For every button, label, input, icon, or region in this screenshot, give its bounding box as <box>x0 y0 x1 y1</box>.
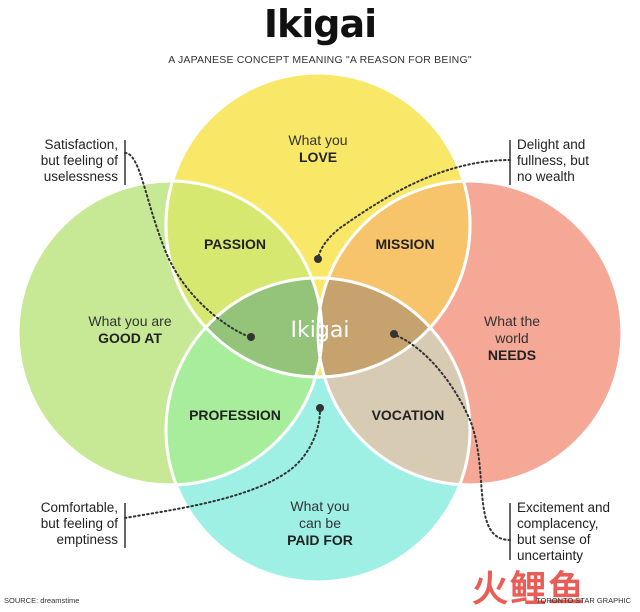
leader-top-left <box>124 152 251 338</box>
label-love: What you LOVE <box>288 132 348 165</box>
zone-label-vocation: VOCATION <box>371 407 445 423</box>
zone-label-mission: MISSION <box>375 236 435 252</box>
page-title: Ikigai <box>263 2 377 46</box>
leader-dot-bottom-left <box>316 404 324 412</box>
leader-dot-top-left <box>247 333 255 341</box>
zone-label-profession: PROFESSION <box>189 407 281 423</box>
leader-dot-top-right <box>314 255 322 263</box>
leader-bottom-right <box>394 334 511 541</box>
page-subtitle: A JAPANESE CONCEPT MEANING "A REASON FOR… <box>168 54 472 66</box>
source-credit: SOURCE: dreamstime <box>4 596 80 605</box>
label-paid-for: What you can be PAID FOR <box>287 498 353 548</box>
zone-vocation <box>318 278 470 485</box>
leader-top-right <box>317 159 511 259</box>
label-good-at: What you are GOOD AT <box>88 313 172 346</box>
note-top-right: Delight and fullness, but no wealth <box>517 137 590 184</box>
note-bottom-right: Excitement and complacency, but sense of… <box>517 500 611 563</box>
label-needs: What the world NEEDS <box>483 313 541 363</box>
note-top-left: Satisfaction, but feeling of uselessness <box>40 137 118 184</box>
watermark-logo: 火鲤鱼 <box>472 569 587 610</box>
zone-mission <box>318 181 470 377</box>
graphic-credit: TORONTO STAR GRAPHIC <box>536 596 632 605</box>
zone-label-passion: PASSION <box>204 236 266 252</box>
leader-dot-bottom-right <box>390 330 398 338</box>
leader-bottom-left <box>124 409 321 519</box>
center-label-ikigai: Ikigai <box>290 318 350 343</box>
note-bottom-left: Comfortable, but feeling of emptiness <box>40 500 118 547</box>
